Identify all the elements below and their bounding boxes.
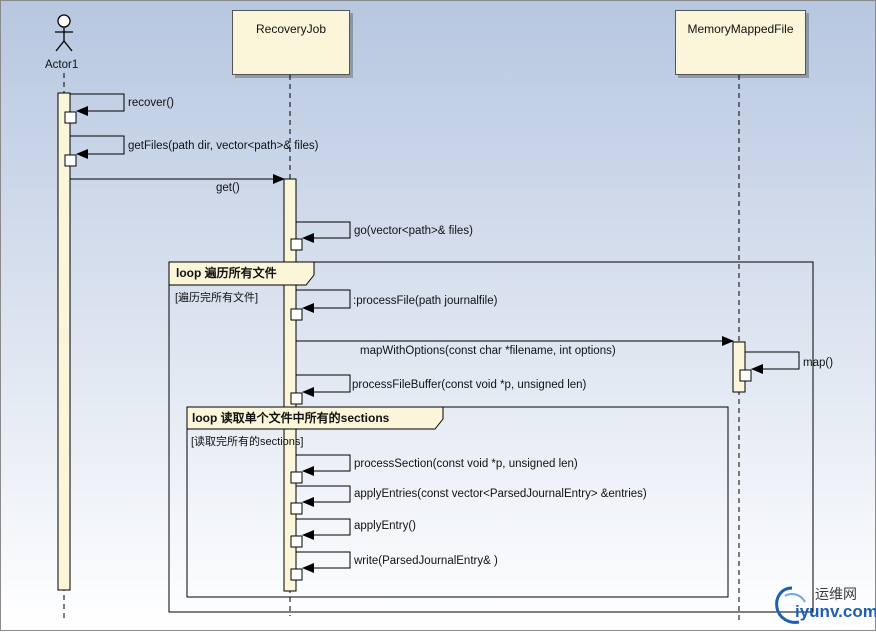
msg-applyentries-label: applyEntries(const vector<ParsedJournalE… xyxy=(354,488,647,500)
msg-processsection-arrow xyxy=(290,454,351,484)
memorymappedfile-activation xyxy=(732,341,746,393)
msg-write-arrow xyxy=(290,551,351,581)
watermark-logo-icon xyxy=(775,586,806,624)
outer-loop-frame xyxy=(168,261,814,613)
msg-processfilebuffer-label: processFileBuffer(const void *p, unsigne… xyxy=(352,379,587,391)
inner-loop-guard: [读取完所有的sections] xyxy=(191,436,304,448)
msg-processfile-arrow xyxy=(290,289,351,321)
msg-processfile-label: :processFile(path journalfile) xyxy=(353,295,498,307)
memorymappedfile-label: MemoryMappedFile xyxy=(687,22,794,36)
watermark-cn-text: 运维网 xyxy=(815,586,857,602)
inner-loop-tag-shape xyxy=(186,406,444,430)
actor-figure-icon xyxy=(55,14,73,52)
recoveryjob-label: RecoveryJob xyxy=(255,22,327,36)
memorymappedfile-lifeline-box: MemoryMappedFile xyxy=(675,10,806,75)
msg-write-label: write(ParsedJournalEntry& ) xyxy=(354,555,498,567)
inner-loop-frame xyxy=(186,406,729,598)
msg-map-label: map() xyxy=(803,357,834,369)
outer-loop-guard: [遍历完所有文件] xyxy=(175,292,259,304)
msg-map-arrow xyxy=(739,351,800,382)
msg-go-label: go(vector<path>& files) xyxy=(354,225,473,237)
msg-getfiles-arrow xyxy=(64,135,125,167)
recoveryjob-lifeline-box: RecoveryJob xyxy=(232,10,350,75)
msg-applyentry-label: applyEntry() xyxy=(354,520,416,532)
actor1-label: Actor1 xyxy=(45,59,79,71)
inner-loop-tag: loop 读取单个文件中所有的sections xyxy=(192,411,390,425)
msg-recover-label: recover() xyxy=(128,97,175,109)
msg-mapwithoptions-label: mapWithOptions(const char *filename, int… xyxy=(360,345,616,357)
msg-get-label: get() xyxy=(216,182,240,194)
outer-loop-tag: loop 遍历所有文件 xyxy=(176,266,277,280)
watermark-en-text: iyunv.com xyxy=(795,602,876,621)
msg-processsection-label: processSection(const void *p, unsigned l… xyxy=(354,458,578,470)
msg-recover-arrow xyxy=(64,93,125,124)
watermark: 运维网 iyunv.com xyxy=(771,584,876,628)
msg-applyentries-arrow xyxy=(290,485,351,515)
msg-go-arrow xyxy=(290,221,351,251)
actor1-activation xyxy=(57,92,71,591)
outer-loop-tag-shape xyxy=(168,261,315,286)
msg-getfiles-label: getFiles(path dir, vector<path>& files) xyxy=(128,140,319,152)
msg-processfilebuffer-arrow xyxy=(290,374,351,405)
msg-applyentry-arrow xyxy=(290,518,351,548)
